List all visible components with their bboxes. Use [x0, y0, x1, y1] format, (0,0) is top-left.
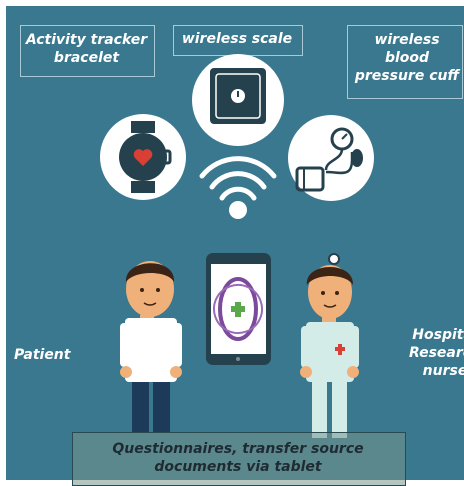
activity-tracker-line-1: Activity tracker — [25, 32, 148, 48]
blood-pressure-label: wireless blood pressure cuff — [347, 31, 464, 85]
activity-tracker-label: Activity tracker bracelet — [20, 31, 153, 67]
blood-pressure-line-2: blood — [384, 50, 430, 66]
wireless-scale-label: wireless scale — [173, 30, 301, 48]
blood-pressure-line-3: pressure cuff — [354, 68, 460, 84]
nurse-line-2: Research — [408, 345, 464, 361]
footer-label: Questionnaires, transfer source document… — [72, 440, 404, 476]
wireless-scale-icon — [192, 54, 284, 146]
tablet-icon — [206, 253, 271, 365]
nurse-label: Hospital Research nurse — [400, 326, 464, 380]
blood-pressure-line-1: wireless — [374, 32, 440, 48]
blood-pressure-box — [347, 25, 463, 99]
wireless-scale-line-1: wireless scale — [181, 31, 293, 47]
wifi-icon — [199, 156, 277, 219]
patient-label-line: Patient — [14, 347, 71, 363]
footer-line-1: Questionnaires, transfer source — [112, 441, 364, 457]
nurse-line-3: nurse — [422, 363, 464, 379]
nurse-figure — [300, 253, 359, 438]
activity-tracker-box — [20, 25, 155, 77]
footer-line-2: documents via tablet — [154, 459, 322, 475]
patient-figure — [120, 261, 182, 432]
activity-tracker-line-2: bracelet — [53, 50, 120, 66]
patient-label: Patient — [14, 346, 70, 364]
blood-pressure-cuff-icon — [288, 115, 374, 201]
nurse-line-1: Hospital — [412, 327, 464, 343]
activity-tracker-icon — [100, 114, 186, 200]
